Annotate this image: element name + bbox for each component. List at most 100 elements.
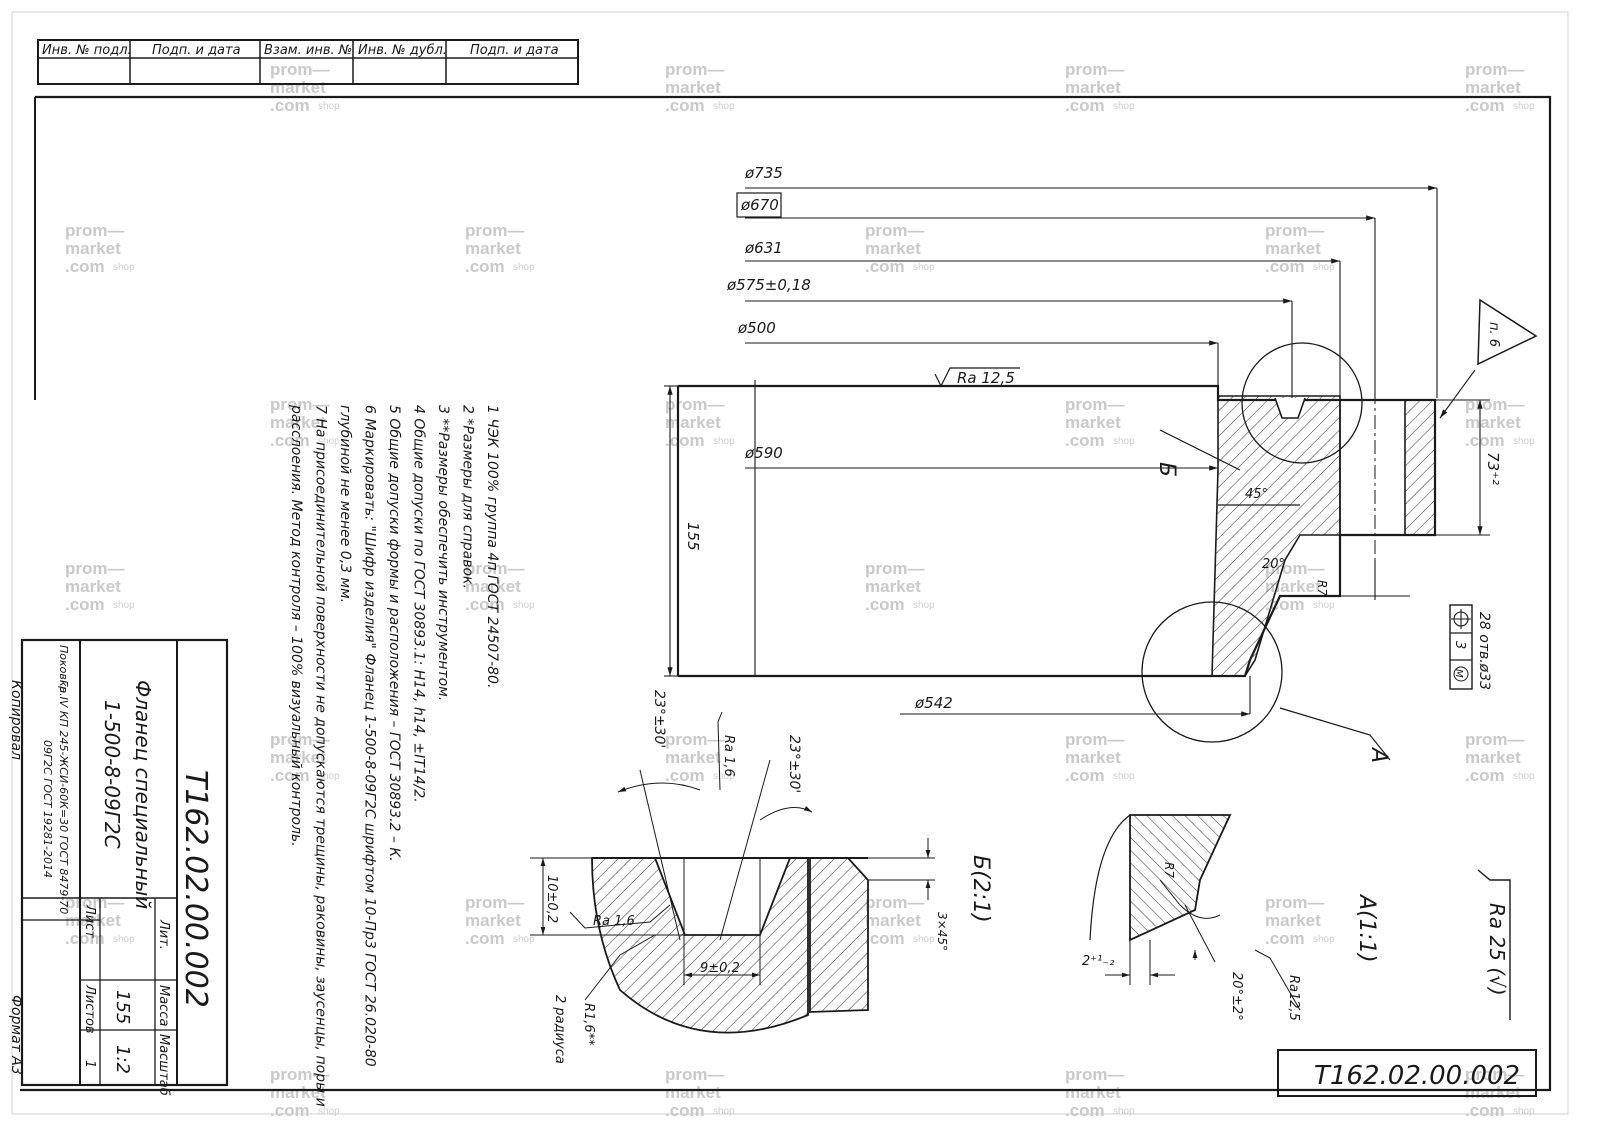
- svg-text:.com: .com: [1465, 766, 1505, 785]
- copied-label: Копировал: [8, 680, 24, 760]
- angle-45: 45°: [1245, 487, 1268, 502]
- note-line: 2 *Размеры для справок.: [460, 405, 476, 589]
- svg-text:.com: .com: [465, 929, 505, 948]
- note-line: 3 **Размеры обеспечить инструментом.: [435, 405, 451, 701]
- view-a-angle: 20°±2°: [1229, 972, 1244, 1021]
- corner-code-box: Т162.02.00.002: [1277, 1049, 1537, 1097]
- svg-text:prom—: prom—: [1065, 730, 1125, 749]
- dim-d670: ø670: [740, 196, 779, 214]
- svg-text:shop: shop: [318, 436, 340, 447]
- sheets-label: Листов: [82, 984, 97, 1034]
- view-b-roughness-top: Ra 1,6: [721, 735, 736, 777]
- note-line: 5 Общие допуски формы и расположения – Г…: [386, 405, 402, 862]
- roughness-top: Ra 12,5: [957, 369, 1015, 387]
- svg-text:.com: .com: [1265, 929, 1305, 948]
- position-tolerance-modifier: M: [1453, 669, 1464, 678]
- scale-label: Масштаб: [156, 1034, 171, 1096]
- dim-d631: ø631: [744, 239, 783, 257]
- svg-text:prom—: prom—: [1065, 60, 1125, 79]
- svg-text:market: market: [1265, 239, 1321, 258]
- svg-text:shop: shop: [513, 934, 535, 945]
- svg-text:.com: .com: [1465, 96, 1505, 115]
- title-block: Т162.02.00.002 Фланец специальный 1-500-…: [20, 638, 229, 1096]
- svg-text:market: market: [465, 577, 521, 596]
- svg-text:.com: .com: [1065, 96, 1105, 115]
- svg-text:shop: shop: [1113, 771, 1135, 782]
- holes-count: 28 отв.ø33: [1476, 612, 1492, 690]
- svg-text:prom—: prom—: [270, 1065, 330, 1084]
- view-b-depth: 10±0,2: [544, 875, 559, 923]
- svg-text:.com: .com: [665, 96, 705, 115]
- dim-d735: ø735: [744, 164, 783, 182]
- svg-text:prom—: prom—: [1465, 1065, 1525, 1084]
- marking-flag: [1477, 298, 1538, 366]
- svg-text:.com: .com: [1065, 766, 1105, 785]
- view-b-width: 9±0,2: [700, 961, 740, 976]
- svg-text:prom—: prom—: [1265, 221, 1325, 240]
- view-a-dim-2: 2⁺¹₋₂: [1082, 954, 1114, 969]
- label-a: А: [1366, 746, 1391, 763]
- title-block-name-1: Фланец специальный: [131, 680, 155, 909]
- svg-text:prom—: prom—: [465, 893, 525, 912]
- svg-text:market: market: [1065, 78, 1121, 97]
- position-tolerance-frame: 3 M 28 отв.ø33: [1449, 604, 1492, 690]
- svg-text:.com: .com: [865, 595, 905, 614]
- svg-text:market: market: [1265, 911, 1321, 930]
- view-b-radius-note: 2 радиуса: [552, 995, 567, 1064]
- svg-text:prom—: prom—: [465, 221, 525, 240]
- svg-text:market: market: [270, 413, 326, 432]
- svg-text:market: market: [65, 239, 121, 258]
- svg-text:market: market: [1465, 748, 1521, 767]
- lit-label: Лит.: [156, 919, 171, 950]
- svg-text:.com: .com: [270, 431, 310, 450]
- svg-text:shop: shop: [318, 101, 340, 112]
- technical-notes: 1 ЧЭК 100% группа 4п ГОСТ 24507-80. 2 *Ра…: [288, 404, 500, 1107]
- svg-text:prom—: prom—: [65, 221, 125, 240]
- svg-text:shop: shop: [713, 1106, 735, 1117]
- title-block-name-2: 1-500-8-09Г2С: [100, 700, 124, 849]
- svg-text:shop: shop: [913, 600, 935, 611]
- main-frame: [20, 95, 1552, 1092]
- angle-20: 20°: [1262, 557, 1285, 572]
- svg-text:market: market: [1465, 413, 1521, 432]
- svg-text:shop: shop: [713, 101, 735, 112]
- svg-text:shop: shop: [113, 934, 135, 945]
- mass-label: Масса: [156, 985, 171, 1026]
- svg-text:shop: shop: [318, 771, 340, 782]
- svg-text:.com: .com: [65, 257, 105, 276]
- svg-text:.com: .com: [1465, 1101, 1505, 1120]
- svg-text:shop: shop: [1113, 1106, 1135, 1117]
- note-line: 1 ЧЭК 100% группа 4п ГОСТ 24507-80.: [484, 405, 500, 688]
- svg-text:prom—: prom—: [665, 1065, 725, 1084]
- top-stamp: Инв. № подл. Подп. и дата Взам. инв. № И…: [37, 39, 579, 85]
- svg-text:.com: .com: [865, 929, 905, 948]
- svg-text:shop: shop: [1513, 771, 1535, 782]
- svg-text:market: market: [1065, 748, 1121, 767]
- note-line: глубиной не менее 0,3 мм.: [337, 405, 353, 603]
- svg-text:shop: shop: [318, 1106, 340, 1117]
- general-roughness: Ra 25 (√): [1477, 869, 1511, 1020]
- dim-d575: ø575±0,18: [726, 276, 811, 294]
- svg-text:.com: .com: [270, 1101, 310, 1120]
- svg-text:market: market: [865, 239, 921, 258]
- stamp-header-4: Инв. № дубл.: [358, 43, 447, 58]
- svg-text:prom—: prom—: [465, 559, 525, 578]
- svg-text:shop: shop: [713, 436, 735, 447]
- svg-text:prom—: prom—: [1465, 395, 1525, 414]
- detail-view-a: R7 2⁺¹₋₂ 20°±2° Ra12,5 А(1:1): [1082, 814, 1379, 1021]
- svg-text:prom—: prom—: [865, 893, 925, 912]
- radius-r7: R7: [1315, 580, 1329, 596]
- svg-text:.com: .com: [270, 96, 310, 115]
- svg-text:shop: shop: [913, 262, 935, 273]
